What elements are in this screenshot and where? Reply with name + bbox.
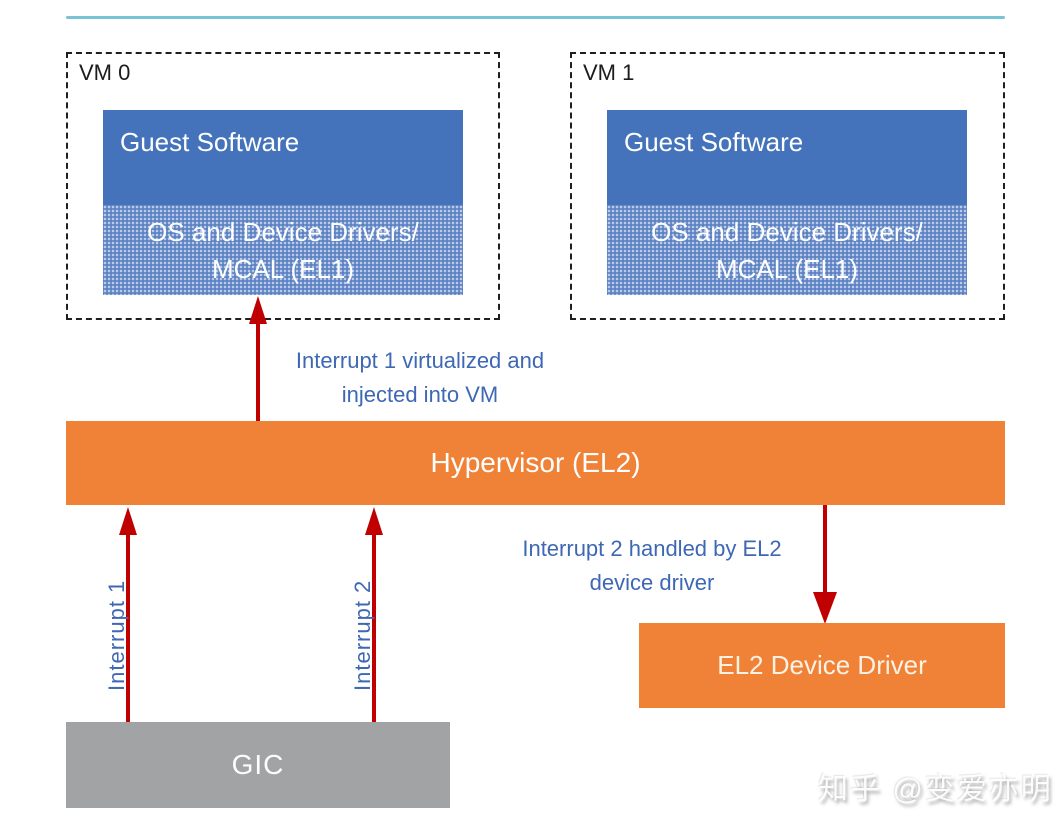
vm1-os-line1: OS and Device Drivers/ — [651, 217, 923, 247]
interrupt1-virtualized-note: Interrupt 1 virtualized and injected int… — [265, 344, 575, 412]
virtualized-interrupt-arrow-line — [256, 320, 260, 422]
vm1-guest-software-box: Guest Software — [607, 110, 967, 206]
vm1-guest-software-label: Guest Software — [624, 127, 804, 157]
interrupt2-arrow-line — [372, 531, 376, 722]
virtualized-interrupt-arrowhead-icon — [249, 296, 267, 324]
watermark: 知乎 @变爱亦明 — [818, 773, 1053, 806]
interrupt2-vertical-label: Interrupt 2 — [350, 579, 375, 691]
vm1-box: VM 1 Guest Software OS and Device Driver… — [570, 52, 1005, 320]
interrupt2-handled-note-line2: device driver — [589, 570, 715, 595]
hypervisor-box: Hypervisor (EL2) — [66, 421, 1005, 505]
interrupt1-virtualized-note-line2: injected into VM — [341, 382, 499, 407]
vm1-label: VM 1 — [583, 60, 635, 85]
vm1-os-mcal-box: OS and Device Drivers/ MCAL (EL1) — [607, 205, 967, 295]
interrupt1-vertical-label: Interrupt 1 — [104, 579, 129, 691]
vm0-os-line1: OS and Device Drivers/ — [147, 217, 419, 247]
interrupt1-arrowhead-icon — [119, 507, 137, 535]
el2-device-driver-box: EL2 Device Driver — [639, 623, 1005, 708]
gic-box: GIC — [66, 722, 450, 808]
top-divider-line — [66, 16, 1005, 19]
vm1-os-line2: MCAL (EL1) — [715, 254, 859, 284]
vm0-guest-software-label: Guest Software — [120, 127, 300, 157]
vm0-box: VM 0 Guest Software OS and Device Driver… — [66, 52, 500, 320]
vm0-os-line2: MCAL (EL1) — [211, 254, 355, 284]
vm0-os-mcal-box: OS and Device Drivers/ MCAL (EL1) — [103, 205, 463, 295]
interrupt2-handled-note-line1: Interrupt 2 handled by EL2 — [522, 536, 782, 561]
vm0-guest-software-box: Guest Software — [103, 110, 463, 206]
el2-driver-arrowhead-icon — [813, 592, 837, 624]
interrupt1-virtualized-note-line1: Interrupt 1 virtualized and — [295, 348, 545, 373]
interrupt2-handled-note: Interrupt 2 handled by EL2 device driver — [492, 532, 812, 600]
el2-driver-arrow-line — [823, 505, 827, 595]
interrupt1-arrow-line — [126, 531, 130, 722]
vm0-label: VM 0 — [79, 60, 131, 85]
interrupt2-arrowhead-icon — [365, 507, 383, 535]
